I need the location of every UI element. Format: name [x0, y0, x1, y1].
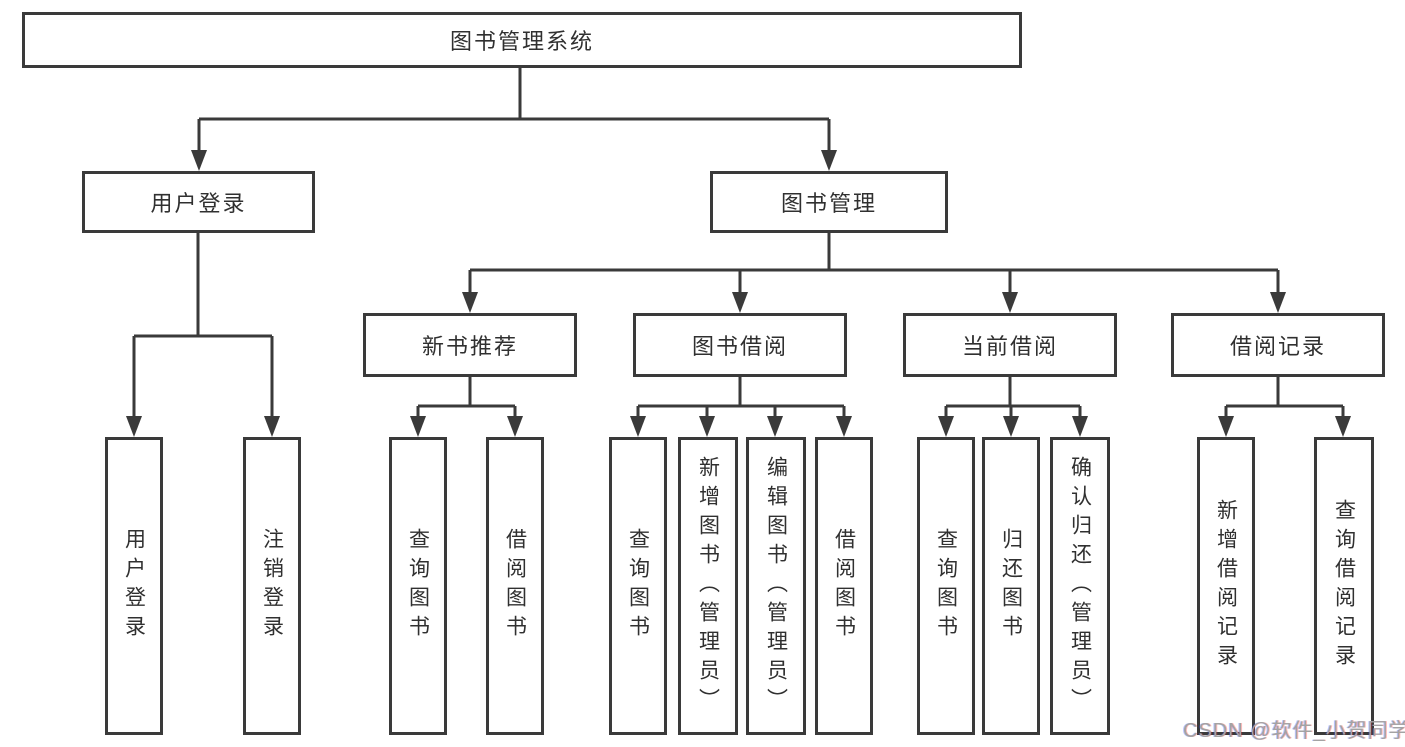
- leaf-add-books-admin-label: 新增图书（管理员）: [696, 455, 720, 717]
- node-new-book-recommend: 新书推荐: [363, 313, 577, 377]
- leaf-query-borrow-record: 查询借阅记录: [1314, 437, 1374, 735]
- node-book-management-label: 图书管理: [780, 191, 877, 216]
- leaf-confirm-return-admin: 确认归还（管理员）: [1050, 437, 1110, 735]
- node-root-system: 图书管理系统: [22, 12, 1022, 68]
- node-root-label: 图书管理系统: [449, 29, 594, 54]
- leaf-borrow-books-1: 借阅图书: [486, 437, 544, 735]
- leaf-user-login-label: 用户登录: [122, 528, 146, 644]
- leaf-query-books-2: 查询图书: [609, 437, 667, 735]
- leaf-add-borrow-record-label: 新增借阅记录: [1214, 499, 1238, 673]
- node-book-management: 图书管理: [710, 171, 948, 233]
- leaf-query-books-1-label: 查询图书: [406, 528, 430, 644]
- leaf-add-borrow-record: 新增借阅记录: [1197, 437, 1255, 735]
- node-borrow-records: 借阅记录: [1171, 313, 1385, 377]
- leaf-query-borrow-record-label: 查询借阅记录: [1332, 499, 1356, 673]
- leaf-return-books-label: 归还图书: [999, 528, 1023, 644]
- node-user-login: 用户登录: [82, 171, 315, 233]
- leaf-user-login: 用户登录: [105, 437, 163, 735]
- leaf-return-books: 归还图书: [982, 437, 1040, 735]
- leaf-query-books-1: 查询图书: [389, 437, 447, 735]
- leaf-query-books-2-label: 查询图书: [626, 528, 650, 644]
- leaf-borrow-books-1-label: 借阅图书: [503, 528, 527, 644]
- leaf-add-books-admin: 新增图书（管理员）: [678, 437, 738, 735]
- csdn-watermark: CSDN @软件_小贺同学: [1183, 720, 1405, 742]
- leaf-query-books-3: 查询图书: [917, 437, 975, 735]
- node-new-book-recommend-label: 新书推荐: [421, 334, 518, 359]
- leaf-query-books-3-label: 查询图书: [934, 528, 958, 644]
- node-current-borrow-label: 当前借阅: [961, 334, 1058, 359]
- leaf-confirm-return-admin-label: 确认归还（管理员）: [1068, 455, 1092, 717]
- node-book-borrow: 图书借阅: [633, 313, 847, 377]
- leaf-logout: 注销登录: [243, 437, 301, 735]
- leaf-edit-books-admin: 编辑图书（管理员）: [746, 437, 806, 735]
- leaf-logout-label: 注销登录: [260, 528, 284, 644]
- node-book-borrow-label: 图书借阅: [691, 334, 788, 359]
- leaf-borrow-books-2: 借阅图书: [815, 437, 873, 735]
- leaf-edit-books-admin-label: 编辑图书（管理员）: [764, 455, 788, 717]
- node-current-borrow: 当前借阅: [903, 313, 1117, 377]
- node-borrow-records-label: 借阅记录: [1229, 334, 1326, 359]
- leaf-borrow-books-2-label: 借阅图书: [832, 528, 856, 644]
- node-user-login-label: 用户登录: [150, 191, 247, 216]
